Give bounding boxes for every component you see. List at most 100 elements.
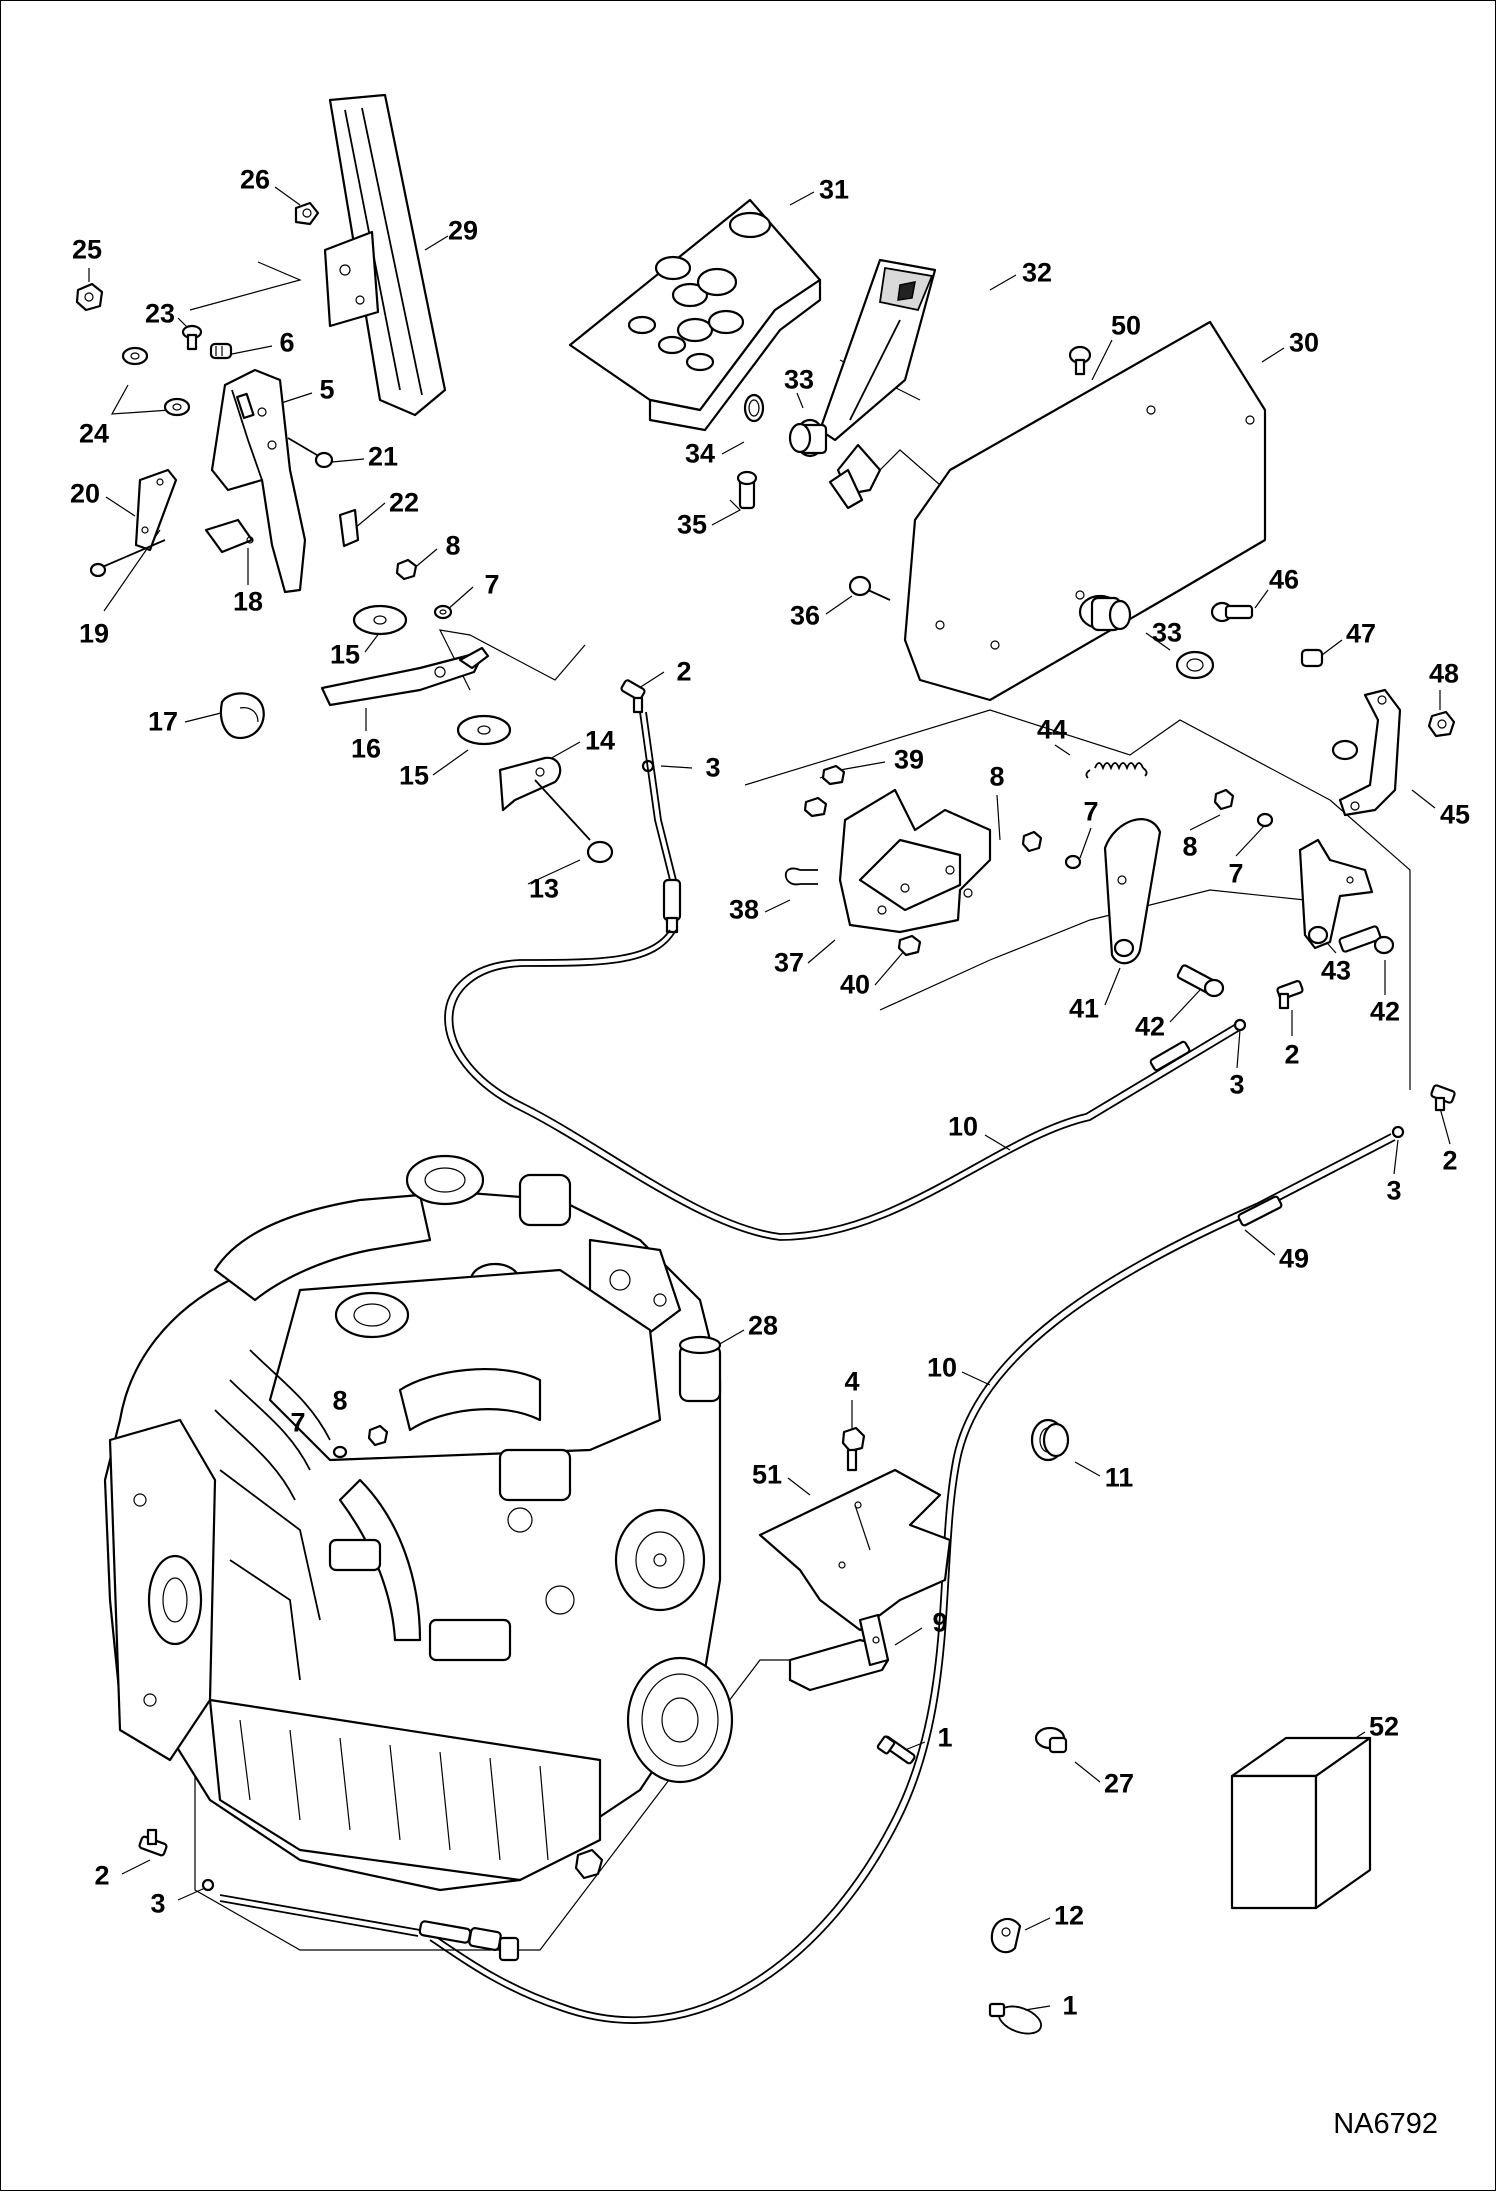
callout-part-3: 3 <box>1386 1175 1402 1206</box>
throttle-cable-upper <box>639 711 682 934</box>
washer-7-upper <box>433 604 453 620</box>
bushing-6 <box>209 342 233 360</box>
bolt-4 <box>841 1426 866 1472</box>
nut-3-mid <box>1233 1018 1247 1032</box>
callout-part-30: 30 <box>1288 327 1320 358</box>
drawing-number: NA6792 <box>1333 2108 1438 2140</box>
throttle-cable-engine-end <box>219 1894 520 1962</box>
cable-end-2-right <box>1430 1084 1456 1112</box>
bracket-5 <box>210 368 307 594</box>
callout-part-14: 14 <box>584 725 616 756</box>
callout-part-46: 46 <box>1268 564 1300 595</box>
bolt-50 <box>1068 345 1092 376</box>
callout-part-13: 13 <box>528 873 560 904</box>
nut-8-upper <box>395 558 418 581</box>
callout-part-33: 33 <box>1151 617 1183 648</box>
bushing-33-lower <box>1078 594 1215 680</box>
callout-part-36: 36 <box>789 600 821 631</box>
callout-part-11: 11 <box>1104 1462 1134 1493</box>
callout-part-45: 45 <box>1439 799 1471 830</box>
callout-part-20: 20 <box>69 478 101 509</box>
callout-part-7: 7 <box>1228 858 1244 889</box>
bolt-23 <box>181 324 203 351</box>
throttle-cable-49 <box>429 1133 1396 2024</box>
nut-40 <box>897 934 922 957</box>
callout-part-49: 49 <box>1278 1243 1310 1274</box>
callout-part-5: 5 <box>319 374 335 405</box>
washers-24 <box>121 346 191 417</box>
cable-end-2-lower <box>138 1828 168 1857</box>
callout-part-8: 8 <box>989 761 1005 792</box>
bracket-37 <box>838 788 992 934</box>
nut-8-right-a <box>1021 830 1043 853</box>
callout-part-3: 3 <box>705 752 721 783</box>
cable-end-2-upper <box>620 679 646 714</box>
washer-7-right-a <box>1064 854 1082 870</box>
callout-part-8: 8 <box>332 1385 348 1416</box>
callout-part-38: 38 <box>728 894 760 925</box>
grommet-11 <box>1030 1418 1070 1462</box>
pin-13 <box>534 779 614 864</box>
nut-3-right <box>1391 1125 1405 1139</box>
callout-part-31: 31 <box>818 174 850 205</box>
callout-part-44: 44 <box>1036 714 1068 745</box>
shield-51 <box>758 1468 952 1632</box>
lever-41 <box>1103 818 1162 965</box>
callout-part-47: 47 <box>1345 618 1377 649</box>
callout-part-10: 10 <box>926 1352 958 1383</box>
callout-part-10: 10 <box>947 1111 979 1142</box>
callout-part-7: 7 <box>484 569 500 600</box>
callout-part-18: 18 <box>232 586 264 617</box>
callout-part-50: 50 <box>1110 310 1142 341</box>
kit-box-52 <box>1230 1736 1372 1910</box>
ring-34 <box>743 393 765 423</box>
callout-part-33: 33 <box>783 364 815 395</box>
pedal-32 <box>818 258 937 510</box>
bracket-43 <box>1298 838 1374 950</box>
callout-part-35: 35 <box>676 509 708 540</box>
tab-22 <box>338 508 360 548</box>
callout-part-17: 17 <box>147 706 179 737</box>
callout-part-23: 23 <box>144 298 176 329</box>
bushing-33-upper <box>788 418 828 458</box>
callout-part-2: 2 <box>1284 1039 1300 1070</box>
washer-7-right-b <box>1256 812 1274 828</box>
friction-disc-15-lower <box>456 714 512 746</box>
callout-part-41: 41 <box>1068 993 1100 1024</box>
callout-part-7: 7 <box>290 1407 306 1438</box>
clip-38 <box>784 867 818 886</box>
cable-tie-1-upper <box>876 1735 916 1765</box>
arm-45 <box>1331 688 1402 817</box>
callout-part-19: 19 <box>78 618 110 649</box>
callout-part-39: 39 <box>893 744 925 775</box>
callout-part-8: 8 <box>1182 831 1198 862</box>
callout-part-12: 12 <box>1053 1900 1085 1931</box>
callout-part-40: 40 <box>839 969 871 1000</box>
callout-part-52: 52 <box>1368 1711 1400 1742</box>
callout-part-6: 6 <box>279 327 295 358</box>
panel-30 <box>903 320 1267 702</box>
callout-part-26: 26 <box>239 164 271 195</box>
callout-part-1: 1 <box>1062 1990 1078 2021</box>
nut-48 <box>1427 710 1456 738</box>
bolt-42-left <box>1176 964 1225 998</box>
callout-part-27: 27 <box>1103 1768 1135 1799</box>
floor-plate-31 <box>568 198 822 432</box>
callout-part-9: 9 <box>932 1607 948 1638</box>
callout-part-1: 1 <box>937 1722 953 1753</box>
callout-part-42: 42 <box>1369 996 1401 1027</box>
friction-disc-15-upper <box>352 604 408 636</box>
callout-part-16: 16 <box>350 733 382 764</box>
bolt-21 <box>287 437 334 469</box>
callout-part-29: 29 <box>447 215 479 246</box>
clamp-12 <box>990 1917 1022 1954</box>
bolt-42-right <box>1338 925 1395 955</box>
nut-26 <box>294 201 320 226</box>
callout-part-25: 25 <box>71 234 103 265</box>
bracket-9 <box>788 1613 890 1692</box>
callout-part-51: 51 <box>751 1459 783 1490</box>
nut-8-right-b <box>1213 788 1235 811</box>
bolt-19 <box>89 539 166 578</box>
callout-part-3: 3 <box>1229 1069 1245 1100</box>
